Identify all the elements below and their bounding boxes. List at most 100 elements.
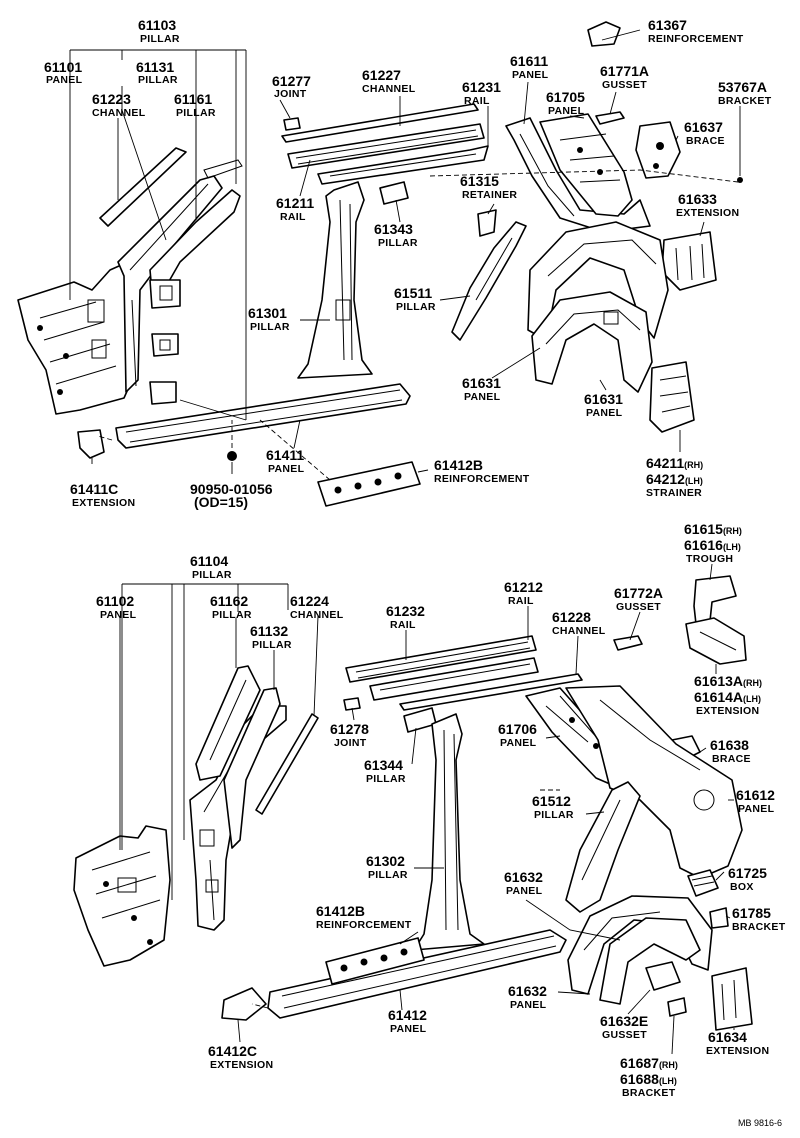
callout-61132: 61132 PILLAR [250,623,292,651]
part-61634-extension [711,967,753,1031]
part-61611-panel [505,117,651,233]
callout-61228: 61228 CHANNEL [552,609,605,637]
part-61301-pillar [297,181,373,379]
part-61705-panel [539,113,633,217]
callout-53767A: 53767A BRACKET [718,79,771,107]
svg-text:61611: 61611 [510,53,548,69]
svg-text:61632: 61632 [508,983,547,999]
part-61227-channel [281,103,479,143]
svg-text:61277: 61277 [272,73,311,89]
part-61613A-extension [685,617,747,665]
svg-text:61315: 61315 [460,173,499,189]
part-61232-rail [345,635,537,683]
part-61687-bracket [667,997,687,1017]
svg-text:PILLAR: PILLAR [192,569,232,581]
svg-text:PANEL: PANEL [512,69,549,81]
svg-text:61212: 61212 [504,579,543,595]
svg-text:61612: 61612 [736,787,775,803]
part-61224-channel [255,713,319,815]
part-61102-panel [73,825,171,967]
part-61231-rail [317,145,489,185]
part-61412B-reinforcement-top [317,461,421,507]
svg-text:61232: 61232 [386,603,425,619]
part-61725-box [687,869,719,897]
part-61631-panel-inner [531,291,653,393]
svg-text:61631: 61631 [462,375,501,391]
callout-61705: 61705 PANEL [546,89,585,117]
part-61411C-extension [77,429,105,459]
callout-61687: 61687(RH) 61688(LH) BRACKET [620,1055,678,1099]
svg-text:61411C: 61411C [70,481,118,497]
svg-text:PANEL: PANEL [548,105,585,117]
svg-text:CHANNEL: CHANNEL [362,83,416,95]
part-61367-reinforcement [587,21,621,47]
svg-text:BRACKET: BRACKET [622,1087,676,1099]
svg-text:61102: 61102 [96,593,134,609]
top-leaders [69,29,741,481]
svg-text:61224: 61224 [290,593,329,609]
svg-text:TROUGH: TROUGH [686,553,733,565]
part-61771A-gusset [595,111,625,125]
callout-61223: 61223 CHANNEL [92,91,146,119]
labels: 61103 PILLAR 61101 PANEL 61131 PILLAR 61… [44,17,786,1128]
part-53767A-bracket [737,177,743,183]
svg-text:61231: 61231 [462,79,501,95]
svg-text:JOINT: JOINT [334,737,367,749]
svg-text:61101: 61101 [44,59,82,75]
callout-61615: 61615(RH) 61616(LH) TROUGH [684,521,742,565]
svg-text:61412B: 61412B [316,903,365,919]
part-61223-channel [99,147,187,227]
callout-61637: 61637 BRACE [684,119,725,147]
svg-text:61278: 61278 [330,721,369,737]
callout-61411: 61411 PANEL [266,447,305,475]
part-64211-strainer [649,361,695,433]
svg-text:CHANNEL: CHANNEL [92,107,146,119]
callout-61315: 61315 RETAINER [460,173,517,201]
svg-text:61161: 61161 [174,91,212,107]
svg-text:PILLAR: PILLAR [366,773,406,785]
svg-text:BRACKET: BRACKET [732,921,786,933]
part-61315-retainer [477,209,497,237]
svg-text:61104: 61104 [190,553,228,569]
svg-text:PANEL: PANEL [506,885,543,897]
svg-text:61211: 61211 [276,195,314,211]
svg-text:GUSSET: GUSSET [602,1029,647,1041]
svg-text:61131: 61131 [136,59,174,75]
callout-61412: 61412 PANEL [388,1007,427,1035]
callout-61631-a: 61631 PANEL [462,375,501,403]
svg-text:61344: 61344 [364,757,403,773]
svg-text:64211(RH): 64211(RH) [646,455,703,471]
svg-text:61511: 61511 [394,285,432,301]
svg-text:RAIL: RAIL [508,595,534,607]
callout-61227: 61227 CHANNEL [362,67,416,95]
svg-text:61412B: 61412B [434,457,483,473]
callout-61343: 61343 PILLAR [374,221,418,249]
bottom-assembly [73,575,753,1031]
svg-text:61638: 61638 [710,737,749,753]
part-61228-channel [399,673,583,711]
svg-text:61412: 61412 [388,1007,427,1023]
callout-61344: 61344 PILLAR [364,757,406,785]
svg-text:PANEL: PANEL [268,463,305,475]
svg-text:EXTENSION: EXTENSION [696,705,759,717]
svg-text:90950-01056: 90950-01056 [190,481,273,497]
svg-text:61616(LH): 61616(LH) [684,537,741,553]
svg-text:STRAINER: STRAINER [646,487,702,499]
callout-61232: 61232 RAIL [386,603,425,631]
svg-text:PANEL: PANEL [510,999,547,1011]
svg-text:RETAINER: RETAINER [462,189,517,201]
svg-text:61412C: 61412C [208,1043,257,1059]
svg-text:61227: 61227 [362,67,401,83]
svg-text:RAIL: RAIL [464,95,490,107]
svg-text:RAIL: RAIL [390,619,416,631]
callout-61367: 61367 REINFORCEMENT [648,17,743,45]
svg-text:PILLAR: PILLAR [140,33,180,45]
part-61212-rail [369,657,539,701]
part-61211-rail [287,123,485,169]
part-61772A-gusset [613,635,643,651]
diagram-code: MB 9816-6 [738,1118,782,1128]
part-61632-panel-inner [599,917,701,1005]
svg-text:PANEL: PANEL [390,1023,427,1035]
svg-text:PANEL: PANEL [46,74,83,86]
